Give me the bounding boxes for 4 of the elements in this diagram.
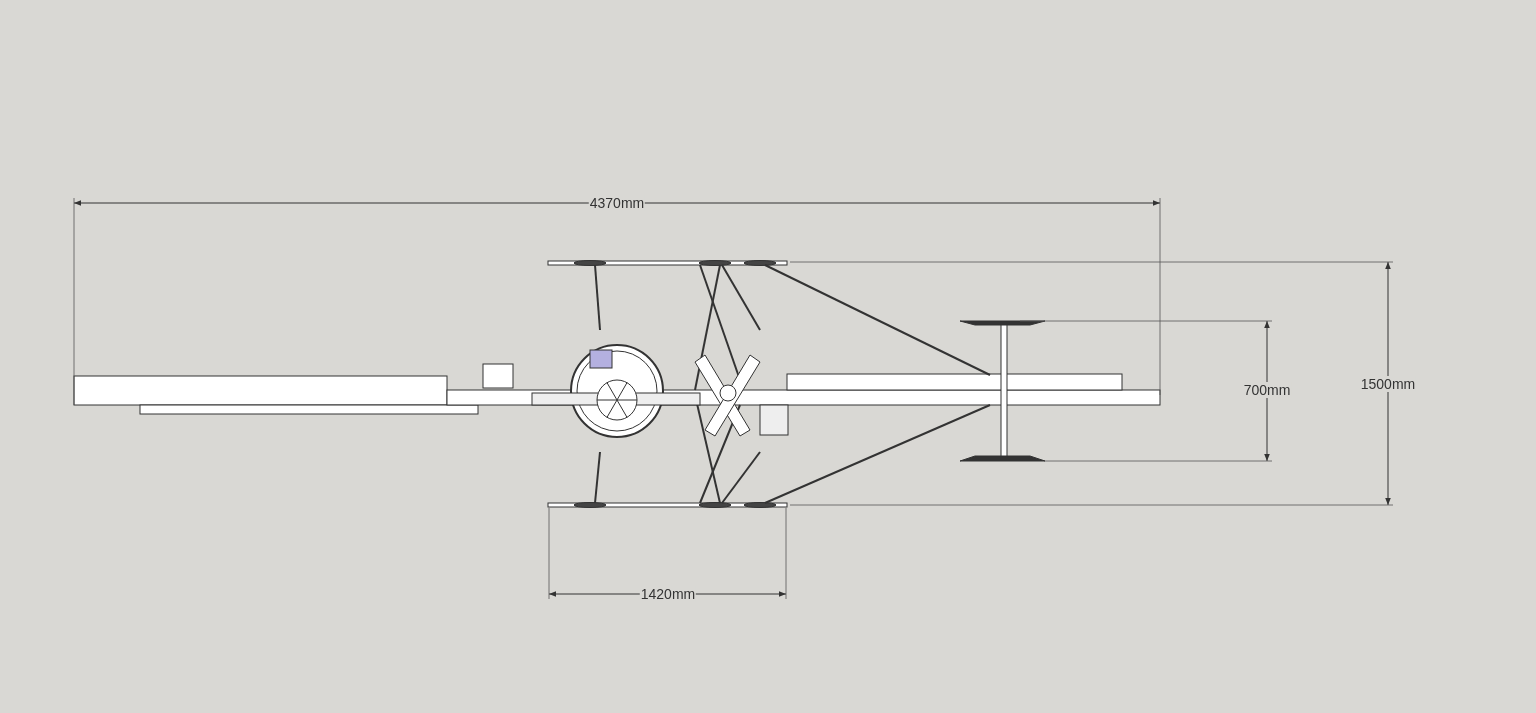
dimension-label: 700mm xyxy=(1242,382,1292,398)
dimension-label: 1420mm xyxy=(639,586,697,602)
dimension-label: 4370mm xyxy=(588,195,646,211)
dimension-label: 1500mm xyxy=(1359,376,1417,392)
